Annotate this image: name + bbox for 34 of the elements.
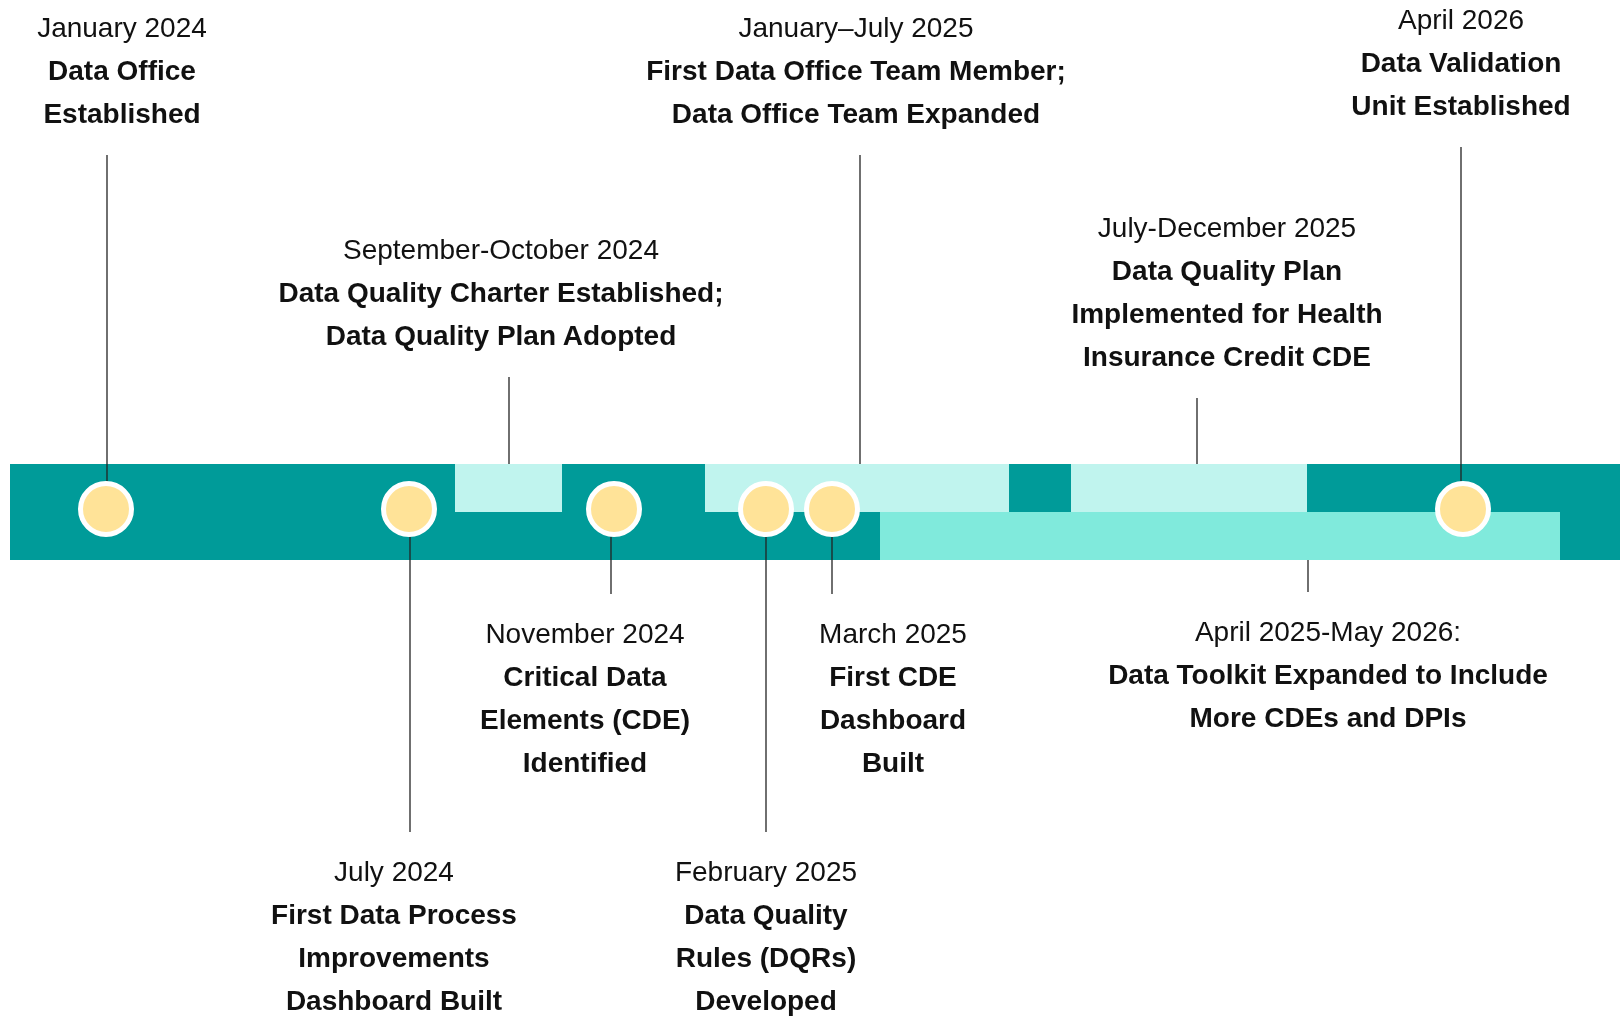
leader-line — [610, 536, 612, 595]
milestone-date: November 2024 — [485, 617, 685, 651]
milestone-title: Data Quality Plan Implemented for Health Insurance Credit CDE — [1070, 254, 1384, 374]
leader-line — [1196, 397, 1198, 465]
milestone-title: First CDE Dashboard Built — [818, 660, 968, 780]
milestone-date: January 2024 — [37, 11, 207, 45]
milestone-date: January–July 2025 — [738, 11, 974, 45]
milestone-title: Data Office Established — [42, 54, 202, 131]
period-bar — [455, 464, 562, 512]
period-bar — [880, 512, 1560, 560]
milestone-title: First Data Office Team Member; Data Office Team Expanded — [645, 54, 1067, 131]
leader-line — [859, 154, 861, 465]
milestone-title: Data Quality Rules (DQRs) Developed — [674, 898, 858, 1018]
milestone-title: Data Validation Unit Established — [1350, 46, 1572, 123]
milestone-date: April 2025-May 2026: — [1194, 615, 1462, 649]
milestone-title: Data Toolkit Expanded to Include More CDEs and DPIs — [1107, 658, 1549, 735]
period-bar — [1071, 464, 1307, 512]
milestone-date: February 2025 — [674, 855, 858, 889]
leader-line — [106, 154, 108, 482]
milestone-date: September-October 2024 — [343, 233, 659, 267]
milestone-date: July 2024 — [334, 855, 454, 889]
leader-line — [765, 536, 767, 833]
milestone-date: July-December 2025 — [1097, 211, 1357, 245]
milestone-title: Critical Data Elements (CDE) Identified — [478, 660, 691, 780]
milestone-title: Data Quality Charter Established; Data Quality Plan Adopted — [277, 276, 725, 353]
leader-line — [1460, 146, 1462, 482]
leader-line — [508, 376, 510, 465]
leader-line — [831, 536, 833, 595]
milestone-title: First Data Process Improvements Dashboard Built — [270, 898, 518, 1018]
leader-line — [1307, 559, 1309, 593]
milestone-date: March 2025 — [819, 617, 967, 651]
milestone-date: April 2026 — [1397, 3, 1525, 37]
timeline-band — [10, 464, 1620, 560]
leader-line — [409, 536, 411, 833]
